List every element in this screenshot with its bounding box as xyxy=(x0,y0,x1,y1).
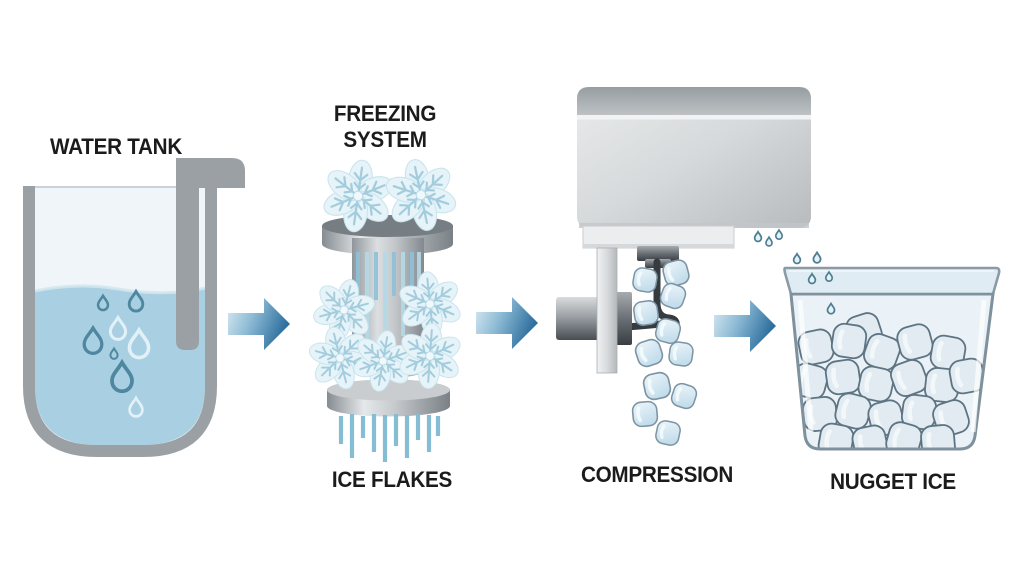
flow-arrow-icon xyxy=(714,300,776,352)
pipe-icon xyxy=(176,158,245,350)
ice-stream-icon xyxy=(338,414,441,462)
freezing-system-label: FREEZING SYSTEM xyxy=(333,101,437,152)
compression-machine-icon xyxy=(556,87,811,449)
nugget-ice-label: NUGGET ICE xyxy=(830,469,956,494)
motor-icon xyxy=(556,292,632,345)
freezing-cylinder-icon xyxy=(299,150,468,462)
water-tank-label: WATER TANK xyxy=(50,134,182,159)
water-tank-icon xyxy=(23,158,245,457)
flow-arrow-icon xyxy=(228,298,290,350)
ice-bin-icon xyxy=(753,229,1001,451)
ice-flakes-label: ICE FLAKES xyxy=(331,467,453,492)
compression-label: COMPRESSION xyxy=(580,462,734,487)
ice-nugget-icon xyxy=(629,256,701,449)
flow-arrow-icon xyxy=(476,297,538,349)
